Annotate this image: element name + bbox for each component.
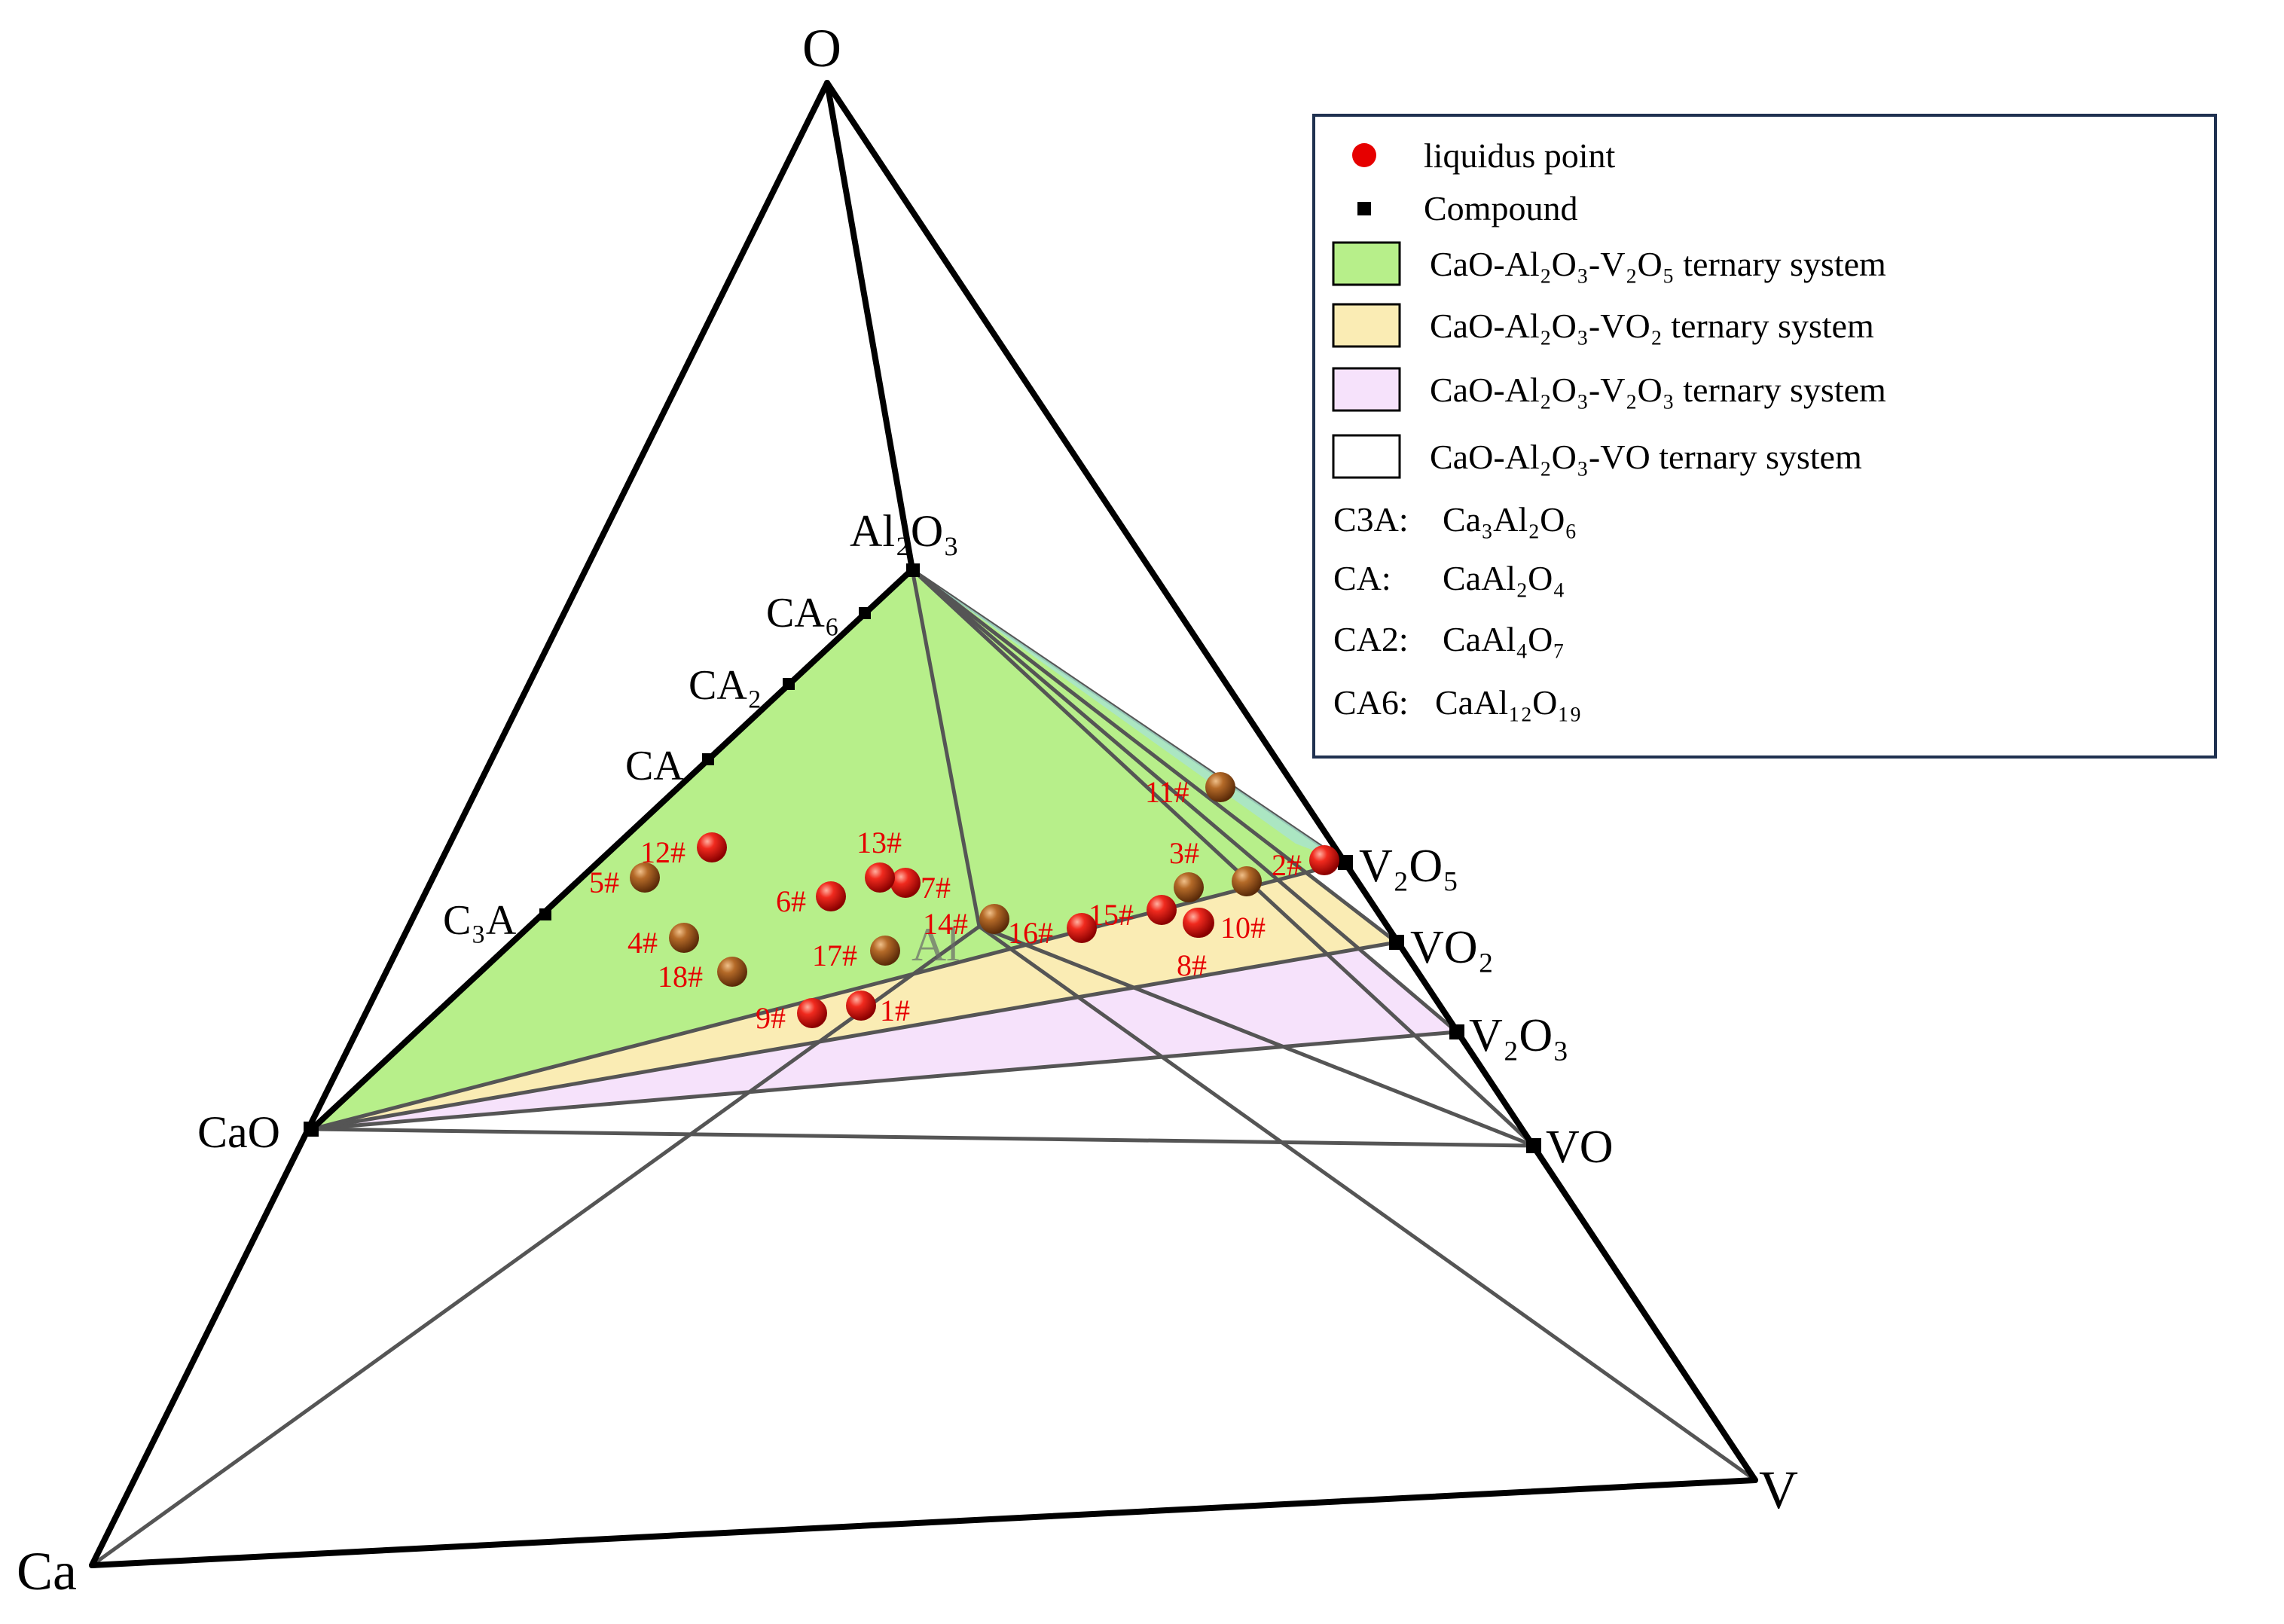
liquidus-point-label-16: 16# (1008, 916, 1053, 950)
liquidus-point-18 (717, 957, 747, 987)
liquidus-point-label-5: 5# (589, 865, 619, 899)
marker-v2o5 (1338, 855, 1353, 870)
liquidus-point-3 (1174, 872, 1204, 902)
liquidus-point-12 (697, 832, 727, 862)
liquidus-point-label-13: 13# (856, 826, 902, 859)
liquidus-point-label-8: 8# (1177, 948, 1207, 982)
liquidus-point-11 (1205, 772, 1235, 802)
liquidus-point-label-17: 17# (812, 939, 857, 972)
legend-label-liquidus: liquidus point (1424, 136, 1616, 175)
legend-swatch-v2o3 (1332, 367, 1401, 412)
legend-abbr-c3a: C3A: (1333, 500, 1409, 539)
label-ca6: CA₆ (766, 590, 839, 636)
label-al: Al (911, 917, 960, 971)
liquidus-point-label-7: 7# (921, 871, 951, 905)
liquidus-point-6 (816, 881, 846, 911)
vertex-labels: O Ca V Al Al₂O₃ CaO V₂O₅ VO₂ V₂O₃ VO (17, 18, 1798, 1601)
marker-vo (1526, 1138, 1541, 1153)
liquidus-point-label-4: 4# (627, 926, 658, 960)
label-cao: CaO (197, 1107, 280, 1157)
liquidus-point-label-10: 10# (1220, 911, 1266, 945)
liquidus-point-extra-1 (1232, 866, 1262, 896)
label-v2o5: V₂O₅ (1359, 841, 1459, 892)
liquidus-point-label-11: 11# (1145, 775, 1189, 809)
compound-labels: CA₆ CA₂ CA C₃A (443, 590, 839, 944)
legend-abbr-ca: CA: (1333, 559, 1391, 597)
liquidus-points: 1#2#3#4#5#6#7#8#9#10#11#12#13#14#15#16#1… (589, 772, 1339, 1035)
marker-v2o3 (1449, 1024, 1464, 1039)
label-vo2: VO₂ (1410, 922, 1494, 973)
liquidus-point-label-6: 6# (776, 884, 806, 918)
legend-abbr-ca2: CA2: (1333, 620, 1409, 658)
label-vo: VO (1546, 1122, 1614, 1173)
liquidus-point-5 (630, 862, 660, 893)
liquidus-point-label-14: 14# (923, 907, 968, 941)
marker-ca2 (783, 678, 795, 690)
liquidus-point-17 (870, 936, 900, 966)
marker-al2o3 (906, 563, 920, 577)
marker-ca (702, 753, 714, 765)
liquidus-point-label-1: 1# (880, 994, 910, 1027)
internal-lines (90, 568, 1757, 1568)
legend-label-compound: Compound (1424, 189, 1577, 227)
liquidus-point-7 (890, 868, 921, 898)
label-v2o3: V₂O₃ (1469, 1010, 1569, 1061)
liquidus-point-4 (669, 923, 699, 953)
marker-ca6 (859, 607, 871, 619)
legend-box (1312, 114, 2217, 759)
liquidus-point-2 (1309, 845, 1339, 875)
label-al2o3: Al₂O₃ (850, 506, 959, 556)
label-ca: Ca (17, 1541, 77, 1601)
marker-c3a (539, 908, 551, 920)
liquidus-point-9 (797, 998, 827, 1028)
marker-vo2 (1389, 935, 1404, 950)
legend-swatch-vo (1332, 434, 1401, 479)
compound-markers (304, 563, 1541, 1153)
legend-formula-c3a: Ca₃Al₂O₆ (1443, 500, 1577, 539)
legend-formula-ca6: CaAl₁₂O₁₉ (1435, 683, 1581, 722)
legend-marker-liquidus (1352, 143, 1376, 167)
liquidus-point-16 (1067, 913, 1097, 943)
label-c3a: C₃A (443, 897, 517, 944)
liquidus-point-label-3: 3# (1169, 836, 1199, 870)
plane-sliver (912, 569, 1345, 862)
label-v: V (1759, 1460, 1798, 1520)
liquidus-point-label-2: 2# (1272, 848, 1302, 882)
legend-abbr-ca6: CA6: (1333, 683, 1409, 722)
liquidus-point-10 (1183, 908, 1213, 938)
legend: liquidus point Compound CaO-Al₂O₃-V₂O₅ t… (1312, 114, 2217, 759)
label-ca: CA (625, 743, 684, 789)
liquidus-point-13 (865, 862, 895, 893)
liquidus-point-1 (846, 991, 876, 1021)
liquidus-point-15 (1147, 895, 1177, 925)
legend-label-vo2: CaO-Al₂O₃-VO₂ ternary system (1430, 307, 1874, 345)
legend-label-v2o5: CaO-Al₂O₃-V₂O₅ ternary system (1430, 245, 1886, 283)
legend-marker-compound (1357, 202, 1371, 215)
outer-edges (89, 80, 1758, 1568)
legend-label-vo: CaO-Al₂O₃-VO ternary system (1430, 438, 1862, 476)
label-ca2: CA₂ (689, 662, 762, 709)
legend-formula-ca2: CaAl₄O₇ (1443, 620, 1565, 658)
label-o: O (802, 18, 841, 78)
legend-label-v2o3: CaO-Al₂O₃-V₂O₃ ternary system (1430, 371, 1886, 409)
legend-swatch-vo2 (1332, 303, 1401, 348)
liquidus-point-label-12: 12# (640, 835, 686, 869)
legend-swatch-v2o5 (1332, 241, 1401, 286)
marker-cao (304, 1122, 319, 1137)
liquidus-point-14 (979, 904, 1009, 934)
legend-formula-ca: CaAl₂O₄ (1443, 559, 1565, 597)
liquidus-point-label-18: 18# (658, 960, 703, 994)
liquidus-point-label-9: 9# (756, 1001, 786, 1035)
